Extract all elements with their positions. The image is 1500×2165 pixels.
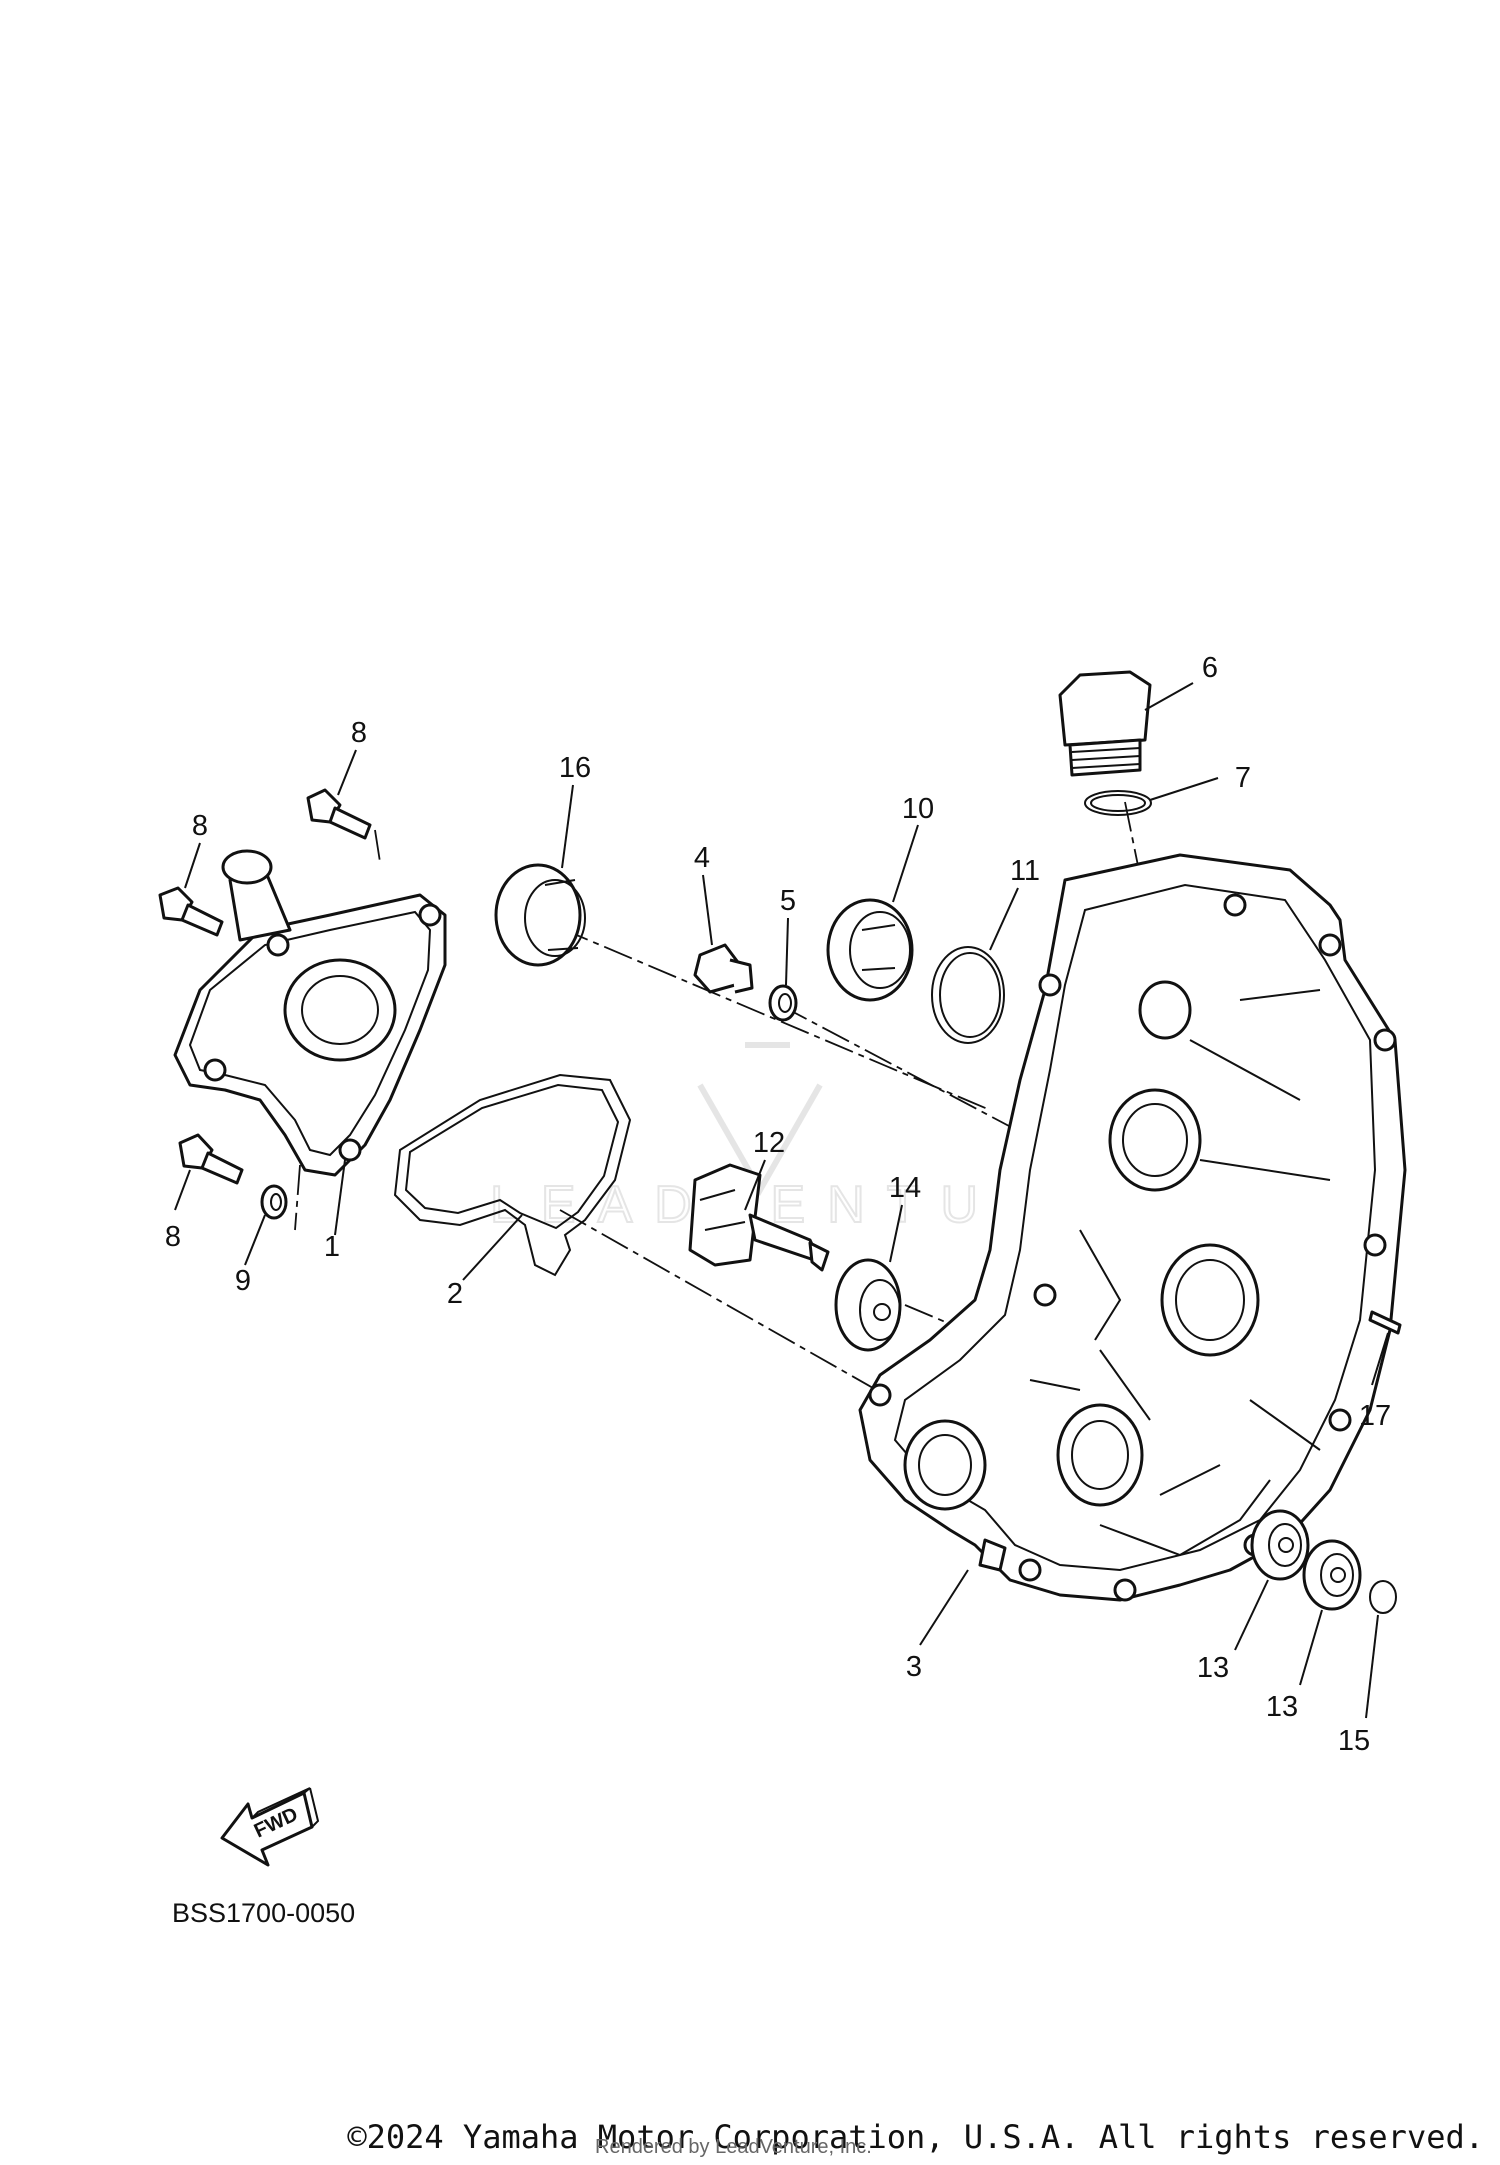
forward-direction-arrow: FWD	[220, 1787, 320, 1867]
callout-17: 17	[1359, 1400, 1391, 1432]
cap-o-ring	[1084, 790, 1152, 816]
check-plug	[826, 898, 914, 1002]
water-pump-housing	[173, 849, 447, 1177]
crankcase-cover	[858, 853, 1407, 1602]
callout-labels: 8 8 8 16 1 9 2 4 5 10 11 6 7 12 14 3 17 …	[165, 652, 1391, 1757]
oil-seal	[494, 863, 586, 967]
bearing-1	[1250, 1509, 1310, 1581]
mechanical-seal	[834, 1258, 902, 1352]
callout-3: 3	[906, 1651, 922, 1683]
callout-10: 10	[902, 793, 934, 825]
callout-12: 12	[753, 1127, 785, 1159]
callout-7: 7	[1235, 762, 1251, 794]
plug-o-ring	[931, 946, 1005, 1044]
bolt-left	[158, 886, 224, 937]
callout-8-left: 8	[192, 810, 208, 842]
callout-14: 14	[889, 1172, 921, 1204]
circlip	[1369, 1580, 1397, 1614]
bolt-bottom	[178, 1133, 244, 1185]
callout-8-bottom: 8	[165, 1221, 181, 1253]
callout-5: 5	[780, 885, 796, 917]
diagram-code: BSS1700-0050	[172, 1898, 356, 1928]
cover-bolt-bosses	[868, 893, 1397, 1602]
render-credit: Rendered by LeadVenture, Inc.	[595, 2136, 872, 2158]
callout-9: 9	[235, 1265, 251, 1297]
callout-15: 15	[1338, 1725, 1370, 1757]
drain-bolt	[693, 943, 754, 994]
callout-11: 11	[1010, 855, 1040, 887]
callout-6: 6	[1202, 652, 1218, 684]
oil-filler-cap	[1058, 670, 1152, 777]
copyright-notice: ©2024 Yamaha Motor Corporation, U.S.A. A…	[347, 2118, 1484, 2156]
callout-13-second: 13	[1266, 1691, 1298, 1723]
callout-8-top: 8	[351, 717, 367, 749]
bearing-2	[1302, 1539, 1362, 1611]
bolt-top	[306, 788, 372, 840]
bolt-washer	[260, 1184, 288, 1220]
callout-16: 16	[559, 752, 591, 784]
callout-13-first: 13	[1197, 1652, 1229, 1684]
leader-lines	[174, 682, 1389, 1719]
impeller-shaft	[688, 1163, 830, 1272]
drain-bolt-washer	[768, 984, 798, 1022]
dowel-pin	[1368, 1310, 1402, 1335]
callout-2: 2	[447, 1278, 463, 1310]
callout-4: 4	[694, 842, 710, 874]
callout-1: 1	[324, 1231, 340, 1263]
pump-gasket	[393, 1073, 632, 1277]
